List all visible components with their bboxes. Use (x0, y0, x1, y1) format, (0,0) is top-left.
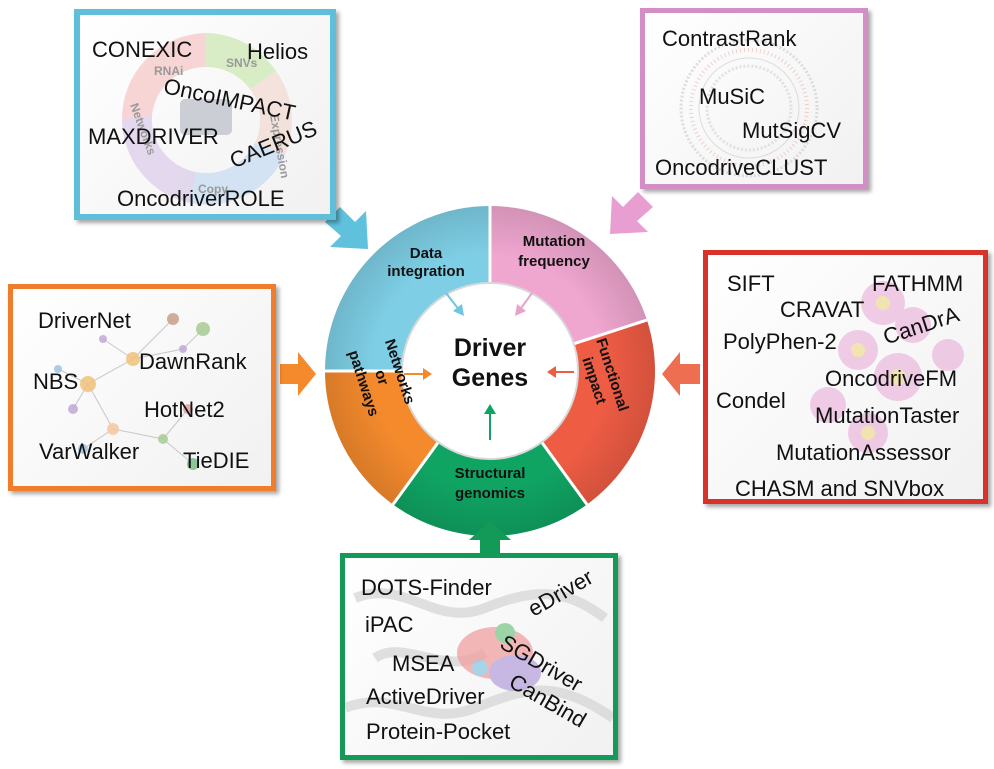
tool-chasm-snvbox: CHASM and SNVbox (735, 476, 945, 501)
inner-arrowhead-networks (423, 368, 432, 380)
segment-label-data-integration-1: Data (410, 245, 443, 262)
segment-label-networks-2: or (371, 368, 392, 388)
block-arrow-networks (280, 352, 316, 396)
mutation-frequency-box: ContrastRank MuSiC MutSigCV OncodriveCLU… (640, 8, 868, 189)
segment-label-structural-genomics-2: genomics (455, 485, 525, 502)
ring-separator (391, 441, 440, 506)
functional-impact-box: SIFT FATHMM CRAVAT PolyPhen-2 CanDrA Onc… (703, 250, 988, 504)
tool-dawnrank: DawnRank (139, 349, 247, 374)
structural-genomics-box: DOTS-Finder eDriver iPAC SGDriver MSEA C… (340, 553, 618, 760)
bg-label-snvs: SNVs (226, 56, 258, 70)
inner-arrowhead-mutation-frequency (515, 304, 526, 316)
tool-oncodriveclust: OncodriveCLUST (655, 155, 828, 180)
ring-separators (325, 206, 648, 506)
tool-ipac: iPAC (365, 612, 414, 637)
inner-arrowhead-data-integration (453, 304, 464, 316)
tool-protein-pocket: Protein-Pocket (366, 719, 511, 744)
ring-separator (573, 318, 648, 346)
mutation-frequency-background-graphic (679, 38, 819, 178)
tool-drivernet: DriverNet (38, 308, 131, 333)
structural-background-graphic (345, 588, 613, 723)
center-label-line1: Driver (454, 334, 527, 362)
tool-oncodrivefm: OncodriveFM (825, 366, 958, 391)
block-arrow-structural-genomics (469, 521, 511, 553)
tool-tiedie: TieDIE (183, 448, 250, 473)
ring-separator (540, 441, 589, 506)
tool-msea: MSEA (392, 651, 455, 676)
segment-label-data-integration-2: integration (387, 263, 465, 280)
inner-arrowhead-functional-impact (547, 366, 556, 378)
tool-dots-finder: DOTS-Finder (361, 575, 492, 600)
tool-oncodriverrole: OncodriverROLE (117, 186, 285, 211)
tool-cravat: CRAVAT (780, 297, 865, 322)
tool-mutationassessor: MutationAssessor (776, 440, 951, 465)
inner-arrowhead-structural-genomics (484, 404, 496, 414)
tool-fathmm: FATHMM (872, 271, 964, 296)
data-integration-box: RNAi SNVs Networks Expression Copy CONEX… (74, 9, 336, 220)
segment-label-mutation-frequency-1: Mutation (523, 233, 585, 250)
tool-varwalker: VarWalker (39, 439, 140, 464)
bg-label-copy: Copy (198, 182, 228, 196)
tool-music: MuSiC (699, 84, 766, 109)
block-arrow-mutation-frequency (610, 192, 653, 234)
block-arrow-functional-impact (662, 352, 700, 396)
tool-mutationtaster: MutationTaster (815, 403, 960, 428)
tool-polyphen-2: PolyPhen-2 (723, 329, 837, 354)
segment-label-mutation-frequency-2: frequency (518, 253, 590, 270)
tool-maxdriver: MAXDRIVER (88, 124, 219, 149)
center-label-line2: Genes (452, 364, 528, 392)
tool-nbs: NBS (33, 369, 79, 394)
tool-sift: SIFT (727, 271, 775, 296)
bg-label-rnai: RNAi (154, 64, 183, 78)
data-integration-background-graphic: RNAi SNVs Networks Expression Copy (121, 33, 292, 205)
ring-center (401, 282, 579, 460)
tool-helios: Helios (247, 39, 309, 64)
tool-hotnet2: HotNet2 (144, 397, 225, 422)
networks-background-graphic (54, 313, 210, 470)
tool-activedriver: ActiveDriver (366, 684, 485, 709)
functional-impact-background-graphic (810, 281, 964, 453)
tool-contrastrank: ContrastRank (662, 26, 797, 51)
tool-conexic: CONEXIC (92, 37, 193, 62)
segment-label-structural-genomics-1: Structural (455, 465, 526, 482)
tool-condel: Condel (716, 388, 786, 413)
networks-pathways-box: DriverNet NBS DawnRank HotNet2 VarWalker… (8, 284, 276, 491)
tool-mutsigcv: MutSigCV (742, 118, 842, 143)
